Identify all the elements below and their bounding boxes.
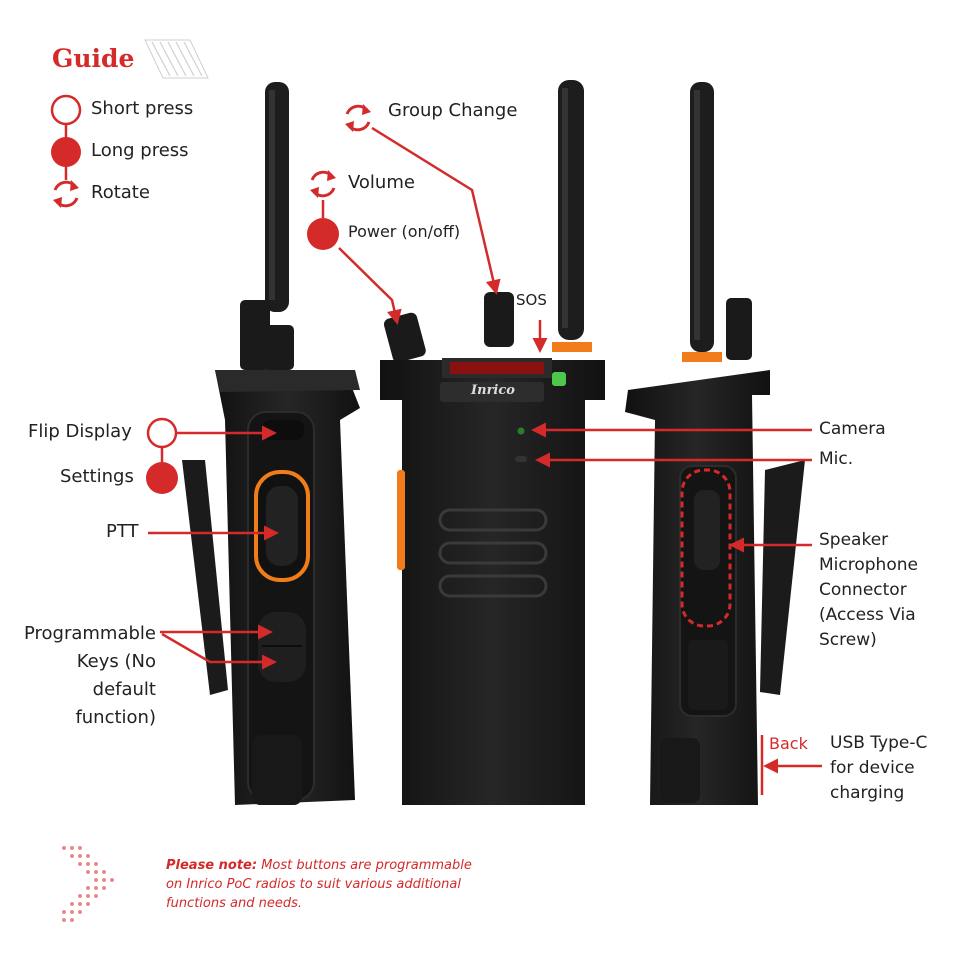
power-label: Power (on/off) <box>348 222 461 241</box>
legend-short-press-label: Short press <box>91 98 194 119</box>
settings-long-press-icon <box>146 462 178 494</box>
ptt-label: PTT <box>106 521 139 542</box>
long-press-dot-icon <box>51 137 81 167</box>
dotted-chevron-decoration <box>62 846 114 922</box>
guide-title: Guide <box>52 44 135 73</box>
programmable-keys-line-2: Keys (No <box>76 651 156 672</box>
programmable-keys-line-4: function) <box>75 707 156 728</box>
pointer-arrows <box>148 126 822 795</box>
speaker-mic-connector-label: Speaker Microphone Connector (Access Via… <box>819 528 918 653</box>
volume-label: Volume <box>348 172 415 193</box>
speaker-line-2: Microphone <box>819 555 918 575</box>
settings-label: Settings <box>60 466 134 487</box>
please-note-text: Most buttons are programmable on Inrico … <box>166 858 472 911</box>
programmable-keys-line-3: default <box>92 679 156 700</box>
radio-brand-label: Inrico <box>471 383 515 398</box>
radio-right-side-view <box>625 82 805 805</box>
group-change-label: Group Change <box>388 100 518 121</box>
radio-center-front-view <box>380 80 605 805</box>
speaker-line-5: Screw) <box>819 630 877 650</box>
group-change-rotate-icon <box>345 104 371 132</box>
back-label: Back <box>769 734 808 753</box>
usb-line-3: charging <box>830 783 905 803</box>
please-note-bold: Please note: <box>166 858 258 873</box>
sos-label: SOS <box>516 291 547 309</box>
legend-icons <box>50 94 82 208</box>
radio-left-side-view <box>182 82 360 805</box>
power-long-press-icon <box>307 218 339 250</box>
volume-rotate-icon <box>310 170 336 198</box>
programmable-keys-line-1: Programmable <box>23 623 156 644</box>
short-press-circle-icon <box>50 94 82 126</box>
usb-charging-label: USB Type-C for device charging <box>830 731 927 806</box>
please-note: Please note: Most buttons are programmab… <box>166 856 486 913</box>
guide-title-stripes <box>144 39 209 79</box>
legend-long-press-label: Long press <box>91 140 189 161</box>
camera-label: Camera <box>819 419 886 439</box>
usb-line-2: for device <box>830 758 915 778</box>
flip-display-label: Flip Display <box>28 421 132 442</box>
speaker-line-4: (Access Via <box>819 605 916 625</box>
flip-display-short-press-icon <box>146 417 178 449</box>
mic-label: Mic. <box>819 449 854 469</box>
legend-rotate-label: Rotate <box>91 182 150 203</box>
usb-line-1: USB Type-C <box>830 733 928 753</box>
rotate-arrows-icon <box>53 180 79 208</box>
speaker-line-3: Connector <box>819 580 907 600</box>
speaker-line-1: Speaker <box>819 530 889 550</box>
programmable-keys-label: Programmable Keys (No default function) <box>0 620 156 732</box>
